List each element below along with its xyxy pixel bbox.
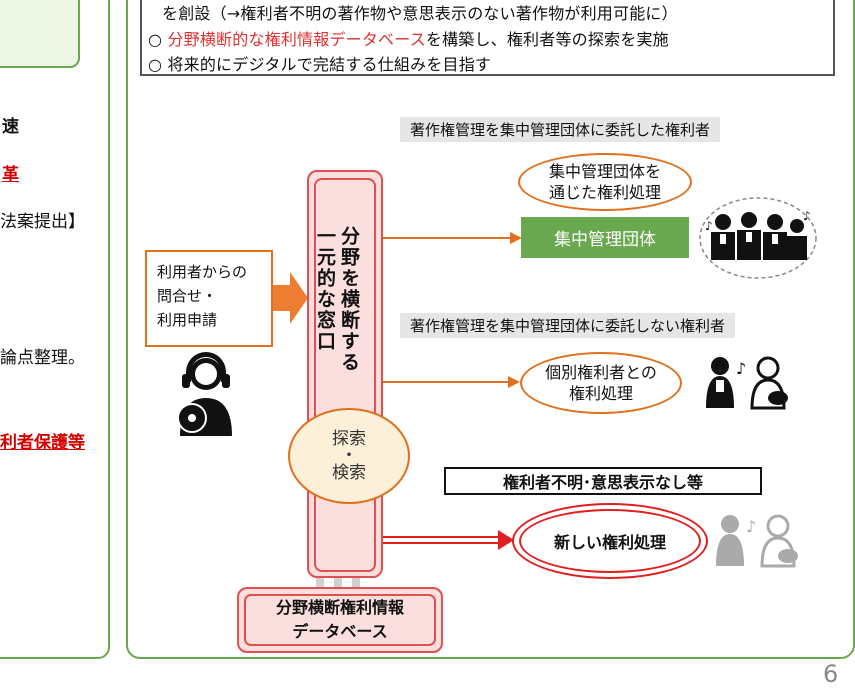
oval-individual-processing: 個別権利者との権利処理 [520, 352, 682, 414]
left-text-1: 速 [2, 117, 19, 137]
svg-text:♪: ♪ [705, 219, 713, 233]
left-text-3: 法案提出】 [0, 212, 85, 232]
left-panel [0, 0, 110, 659]
musician-group-outline [699, 197, 817, 279]
collective-arrowhead [510, 232, 522, 244]
svg-text:♪: ♪ [803, 209, 811, 223]
summary-line-2: ○ 分野横断的な権利情報データベースを構築し、権利者等の探索を実施 [148, 30, 669, 49]
individual-arrowhead [508, 376, 520, 388]
database-box [237, 587, 443, 653]
summary-emphasis: 分野横断的な権利情報データベース [167, 30, 426, 49]
svg-text:♪: ♪ [736, 359, 746, 378]
unknown-owner-icon: ♪ [716, 514, 798, 568]
user-headphones-icon [177, 352, 232, 436]
database-label: 分野横断権利情報 データベース [244, 594, 436, 646]
header-entrusted: 著作権管理を集中管理団体に委託した権利者 [400, 117, 721, 142]
main-panel [126, 0, 855, 659]
left-text-4: 論点整理。 [0, 348, 85, 368]
user-request-box: 利用者からの 問合せ・ 利用申請 [145, 250, 273, 347]
left-text-5: 利者保護等 [0, 433, 85, 453]
left-top-box [0, 0, 80, 68]
new-processing-oval: 新しい権利処理 [519, 509, 701, 573]
left-text-2: 革 [2, 165, 19, 185]
request-arrow [273, 272, 308, 324]
top-summary-box [140, 0, 835, 76]
header-not-entrusted: 著作権管理を集中管理団体に委託しない権利者 [400, 313, 736, 338]
search-circle: 探索・検索 [288, 408, 410, 504]
pillar-text-col1: 分野を横断する [338, 226, 360, 373]
svg-text:♪: ♪ [746, 517, 756, 536]
summary-line-1: を創設（→権利者不明の著作物や意思表示のない著作物が利用可能に） [162, 4, 678, 23]
central-window-inner [314, 178, 376, 572]
author-painter-icon: ♪ [706, 356, 788, 410]
pillar-text-col2: 一元的な窓口 [314, 226, 336, 352]
new-processing-arrowhead [498, 530, 514, 550]
central-window-pillar [307, 170, 383, 578]
unknown-owner-label: 権利者不明･意思表示なし等 [444, 467, 762, 495]
page-number: 6 [823, 660, 839, 688]
summary-line-3: ○ 将来的にデジタルで完結する仕組みを目指す [148, 55, 492, 74]
collective-org-box: 集中管理団体 [521, 217, 689, 258]
oval-collective-processing: 集中管理団体を通じた権利処理 [518, 153, 692, 211]
musicians-icon: ♪ ♪ [705, 209, 811, 260]
